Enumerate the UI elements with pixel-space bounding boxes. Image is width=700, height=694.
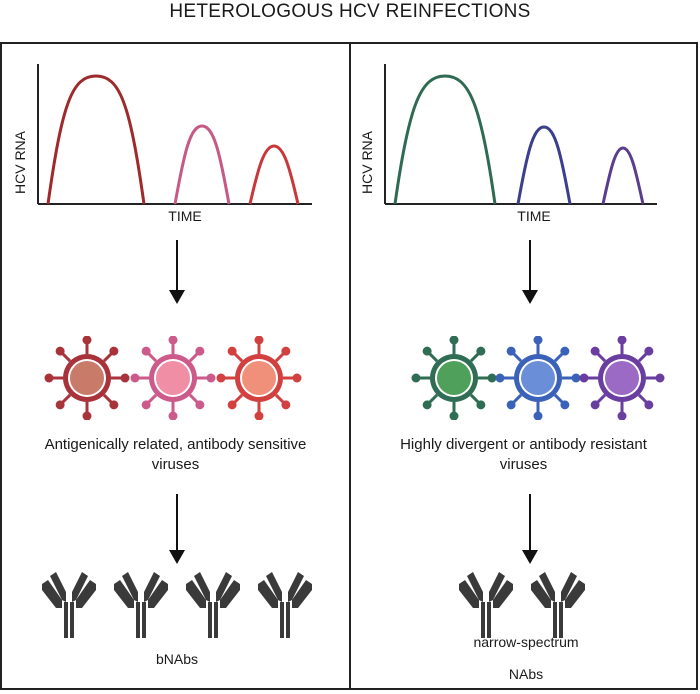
- antibody-icon: [258, 572, 312, 638]
- left-caption: Antigenically related, antibody sensitiv…: [10, 435, 341, 475]
- right-viral-load-plot: [384, 64, 657, 205]
- y-axis-label: HCV RNA: [12, 130, 28, 194]
- figure-title: HETEROLOGOUS HCV REINFECTIONS: [169, 1, 531, 22]
- right-virus-row: [409, 336, 669, 420]
- viral-load-peak-3: [248, 144, 300, 205]
- virus-icon: [495, 336, 581, 420]
- x-axis-label: TIME: [517, 208, 551, 224]
- viral-load-peak-2: [516, 125, 572, 205]
- virus-icon: [44, 336, 130, 420]
- left-viral-load-plot: [37, 64, 312, 205]
- antibody-icon: [186, 572, 240, 638]
- antibody-label-line1: narrow-spectrum: [473, 634, 579, 650]
- right-antibody-row: [457, 572, 607, 638]
- left-antibody-row: [40, 572, 320, 638]
- right-panel: HCV RNA TIME Highly divergent or antibod…: [349, 42, 698, 690]
- down-arrow-icon: [169, 240, 185, 304]
- x-axis-label: TIME: [168, 208, 202, 224]
- antibody-icon: [42, 572, 96, 638]
- virus-icon: [216, 336, 302, 420]
- virus-icon: [130, 336, 216, 420]
- left-caption-line2: viruses: [151, 456, 200, 473]
- y-axis-label: HCV RNA: [359, 130, 375, 194]
- left-panel: HCV RNA TIME Antigenically related, anti…: [0, 42, 351, 690]
- antibody-label-line2: NAbs: [508, 666, 544, 682]
- down-arrow-icon: [522, 494, 538, 564]
- left-caption-line1: Antigenically related, antibody sensitiv…: [44, 436, 307, 453]
- viral-load-peak-3: [601, 146, 645, 205]
- left-virus-row: [42, 336, 322, 420]
- viral-load-peak-1: [46, 74, 146, 205]
- antibody-label: bNAbs: [155, 651, 199, 667]
- down-arrow-icon: [522, 240, 538, 304]
- antibody-icon: [531, 572, 585, 638]
- virus-icon: [411, 336, 497, 420]
- right-caption: Highly divergent or antibody resistant v…: [359, 435, 688, 475]
- antibody-icon: [114, 572, 168, 638]
- antibody-icon: [459, 572, 513, 638]
- viral-load-peak-1: [393, 74, 497, 205]
- right-caption-line2: viruses: [499, 456, 548, 473]
- right-caption-line1: Highly divergent or antibody resistant: [400, 436, 647, 453]
- virus-icon: [579, 336, 665, 420]
- down-arrow-icon: [169, 494, 185, 564]
- viral-load-peak-2: [173, 124, 231, 205]
